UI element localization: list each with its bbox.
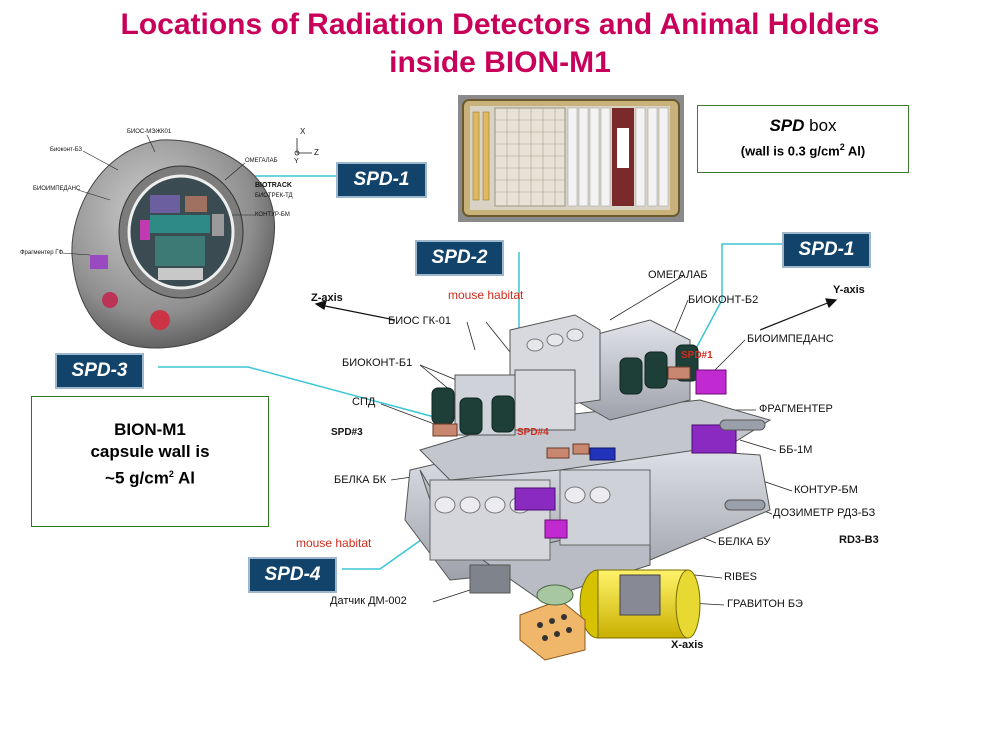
spd-box-wall-pre: (wall is 0.3 g/cm bbox=[740, 143, 840, 159]
leader-spd1-right bbox=[691, 243, 782, 357]
capsule-label-bios-b3: Биоконт-Б3 bbox=[50, 147, 82, 153]
spd-box-wall-sup: 2 bbox=[839, 142, 845, 152]
label-biokont-b1: БИОКОНТ-Б1 bbox=[342, 357, 413, 369]
capsule-label-omegalab: ОМЕГАЛАБ bbox=[245, 158, 278, 164]
capsule-note-line2: capsule wall is bbox=[90, 442, 210, 461]
spd-box-wall-post: Al) bbox=[844, 143, 866, 159]
label-y-axis: Y-axis bbox=[833, 284, 865, 296]
capsule-note-line3-post: Al bbox=[173, 468, 195, 488]
capsule-label-kontur: КОНТУР-БМ bbox=[255, 212, 290, 218]
spd-box-title-rest: box bbox=[804, 116, 837, 135]
label-rd3: RD3-B3 bbox=[839, 534, 879, 546]
spd-box-title-em: SPD bbox=[769, 116, 805, 135]
label-kontur: КОНТУР-БМ bbox=[794, 484, 858, 496]
label-graviton: ГРАВИТОН БЭ bbox=[727, 598, 803, 610]
capsule-axis-z: Z bbox=[314, 148, 319, 157]
tag-spd3: SPD-3 bbox=[55, 353, 144, 389]
spd-box-note: SPD box (wall is 0.3 g/cm2 Al) bbox=[697, 105, 909, 173]
label-omegalab: ОМЕГАЛАБ bbox=[648, 269, 708, 281]
label-x-axis: X-axis bbox=[671, 639, 704, 651]
capsule-wall-note: BION-M1 capsule wall is ~5 g/cm2 Al bbox=[31, 396, 269, 527]
leader-spd3 bbox=[158, 366, 439, 419]
axis-arrows bbox=[314, 298, 838, 639]
capsule-label-biotrack: BIOTRACK bbox=[255, 182, 292, 189]
label-belka-bk: БЕЛКА БК bbox=[334, 474, 387, 486]
label-ribes: RIBES bbox=[724, 571, 758, 583]
capsule-axis-x: X bbox=[300, 127, 306, 136]
capsule-note-line3-pre: ~5 g/cm bbox=[105, 468, 169, 488]
label-spd1-small: SPD#1 bbox=[681, 350, 713, 361]
capsule-axis-y: Y bbox=[294, 158, 299, 165]
spd-photo-label: БЕЗ А115 bbox=[617, 128, 631, 144]
label-z-axis: Z-axis bbox=[311, 292, 343, 304]
page-title-line2: inside BION-M1 bbox=[389, 46, 611, 79]
label-fragmenter: ФРАГМЕНТЕР bbox=[759, 403, 833, 415]
label-spd3-small: SPD#3 bbox=[331, 427, 363, 438]
capsule-label-biotrek: БИОТРЕК-ТД bbox=[255, 193, 293, 199]
tag-spd4: SPD-4 bbox=[248, 557, 337, 593]
capsule-label-bioimpedans: БИОИМПЕДАНС bbox=[33, 186, 81, 192]
label-datchik: Датчик ДМ-002 bbox=[330, 595, 407, 607]
label-spd4-small: SPD#4 bbox=[517, 427, 549, 438]
capsule-label-bios-mzhk: БИОС-МЭЖК01 bbox=[127, 129, 172, 135]
label-dozimetr: ДОЗИМЕТР РДЗ-БЗ bbox=[773, 507, 876, 519]
tag-spd1-top: SPD-1 bbox=[336, 162, 427, 198]
label-biokont-b2: БИОКОНТ-Б2 bbox=[688, 294, 759, 306]
capsule-note-line1: BION-M1 bbox=[114, 420, 186, 439]
page-title-line1: Locations of Radiation Detectors and Ani… bbox=[120, 8, 880, 41]
capsule-note-line3-sup: 2 bbox=[168, 469, 174, 479]
label-mouse-habitat-top: mouse habitat bbox=[448, 288, 524, 302]
label-bb1m: ББ-1М bbox=[779, 444, 813, 456]
label-belka-bu: БЕЛКА БУ bbox=[718, 536, 771, 548]
tag-spd2: SPD-2 bbox=[415, 240, 504, 276]
label-mouse-habitat-bottom: mouse habitat bbox=[296, 536, 372, 550]
label-bioimpedans: БИОИМПЕДАНС bbox=[747, 333, 834, 345]
capsule-label-fragmenter: Фрагментер ГФ bbox=[20, 250, 64, 256]
label-bios-gk: БИОС ГК-01 bbox=[388, 315, 451, 327]
label-spd-ru: СПД bbox=[352, 396, 376, 408]
tag-spd1-right: SPD-1 bbox=[782, 232, 871, 268]
